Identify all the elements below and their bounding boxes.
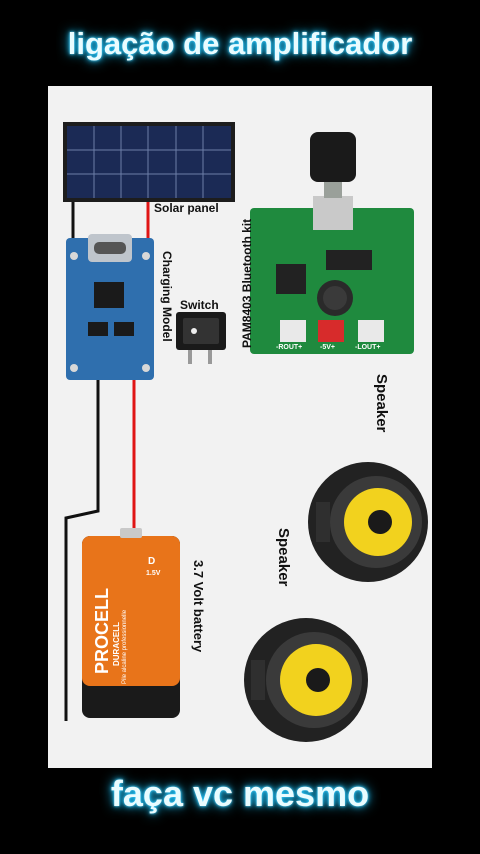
volume-knob	[310, 132, 356, 182]
battery-voltage-text: 1.5V	[146, 570, 161, 577]
battery-brand-text: PROCELL	[92, 587, 112, 674]
switch-label: Switch	[180, 298, 219, 312]
battery-cell	[82, 528, 180, 718]
battery-subbrand-text: DURACELL	[112, 622, 121, 666]
video-title-top: ligação de amplificador	[67, 26, 413, 61]
charging-module	[66, 234, 154, 380]
wiring-diagram-panel: Solar panel Charging Model Switch PAM840…	[48, 86, 432, 768]
pin-label-lout: -LOUT+	[355, 344, 381, 351]
solar-panel	[63, 122, 235, 202]
pin-label-rout: -ROUT+	[276, 344, 303, 351]
pin-label-5v: -5V+	[320, 344, 335, 351]
battery-size-text: D	[148, 556, 156, 567]
battery-description-text: Pile alcaline professionnelle	[122, 609, 128, 684]
speaker-lower-label: Speaker	[275, 528, 292, 587]
speaker-upper-label: Speaker	[373, 374, 390, 433]
battery-black-wire	[64, 361, 100, 721]
bluetooth-amplifier-board	[250, 132, 414, 354]
solar-panel-label: Solar panel	[154, 201, 219, 215]
charging-module-label: Charging Model	[160, 251, 174, 342]
speaker-lower	[244, 618, 368, 742]
volume-pot-base	[313, 196, 353, 230]
wiring-diagram	[63, 122, 428, 742]
battery-label: 3.7 Volt battery	[191, 560, 206, 653]
speaker-upper	[308, 462, 428, 582]
rocker-switch	[176, 312, 226, 364]
bluetooth-kit-label: PAM8403 Bluetooth kit	[240, 218, 254, 348]
video-title-bottom: faça vc mesmo	[110, 773, 370, 814]
